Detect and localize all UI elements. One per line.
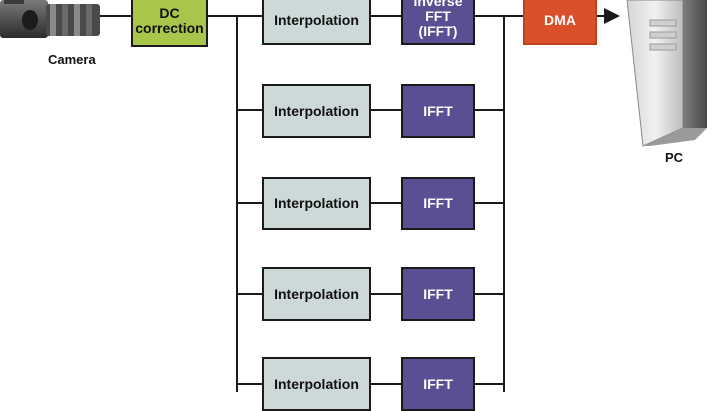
ifft-label: IFFT bbox=[423, 102, 453, 119]
camera-label: Camera bbox=[48, 52, 96, 67]
ifft-label: IFFT bbox=[423, 375, 453, 392]
interpolation-label: Interpolation bbox=[274, 375, 359, 392]
ifft-block: IFFT bbox=[401, 177, 475, 230]
interpolation-label: Interpolation bbox=[274, 12, 359, 28]
ifft-block: IFFT bbox=[401, 267, 475, 321]
dc-correction-label: DC correction bbox=[135, 4, 204, 36]
ifft-label: IFFT bbox=[423, 195, 453, 211]
ifft-block: Inverse FFT (IFFT) bbox=[401, 0, 475, 45]
interpolation-block: Interpolation bbox=[262, 0, 371, 45]
interpolation-block: Interpolation bbox=[262, 357, 371, 411]
ifft-block: IFFT bbox=[401, 357, 475, 411]
interpolation-label: Interpolation bbox=[274, 102, 359, 119]
pc-label: PC bbox=[665, 150, 684, 165]
interpolation-label: Interpolation bbox=[274, 195, 359, 211]
interpolation-block: Interpolation bbox=[262, 84, 371, 138]
arrow-head bbox=[604, 8, 620, 24]
interpolation-block: Interpolation bbox=[262, 267, 371, 321]
ifft-block: IFFT bbox=[401, 84, 475, 138]
dc-correction-block: DC correction bbox=[131, 0, 208, 47]
ifft-label: IFFT bbox=[423, 285, 453, 302]
ifft-label: Inverse FFT (IFFT) bbox=[413, 0, 463, 39]
pc-tower-icon bbox=[626, 0, 707, 147]
camera-icon bbox=[0, 0, 100, 38]
interpolation-label: Interpolation bbox=[274, 285, 359, 302]
interpolation-block: Interpolation bbox=[262, 177, 371, 230]
dma-block: DMA bbox=[523, 0, 597, 45]
dma-label: DMA bbox=[544, 12, 576, 28]
